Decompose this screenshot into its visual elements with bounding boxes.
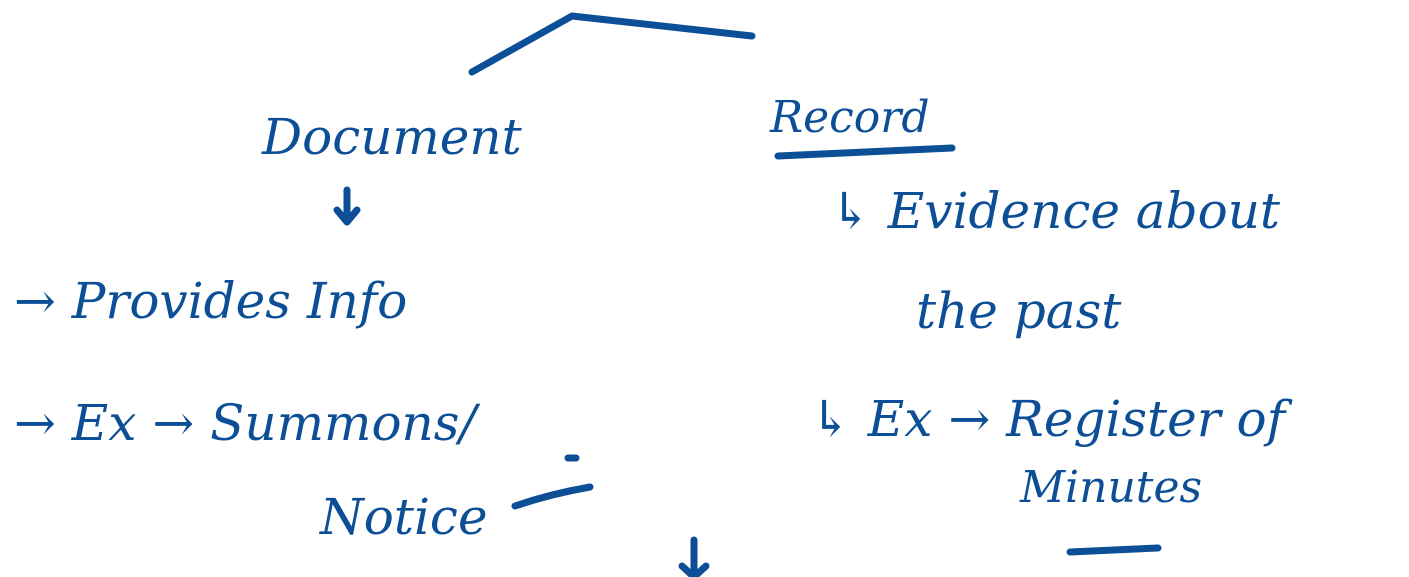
document-point-provides-info: → Provides Info	[14, 272, 408, 330]
record-point-the-past: the past	[916, 282, 1122, 340]
minutes-underline	[1066, 544, 1162, 556]
record-heading: Record	[770, 92, 930, 143]
document-point-example-summons: → Ex → Summons/	[14, 394, 477, 452]
record-point-example-register: ↳ Ex → Register of	[810, 390, 1286, 448]
notice-swoosh	[511, 483, 594, 510]
record-point-evidence: ↳ Evidence about	[830, 182, 1281, 240]
record-underline	[774, 144, 956, 160]
record-point-minutes: Minutes	[1020, 462, 1203, 513]
document-point-notice: Notice	[320, 488, 488, 546]
top-bracket-stroke	[468, 12, 756, 76]
document-heading: Document	[262, 108, 522, 166]
document-down-arrow	[333, 186, 361, 226]
bottom-down-arrow	[678, 536, 710, 577]
